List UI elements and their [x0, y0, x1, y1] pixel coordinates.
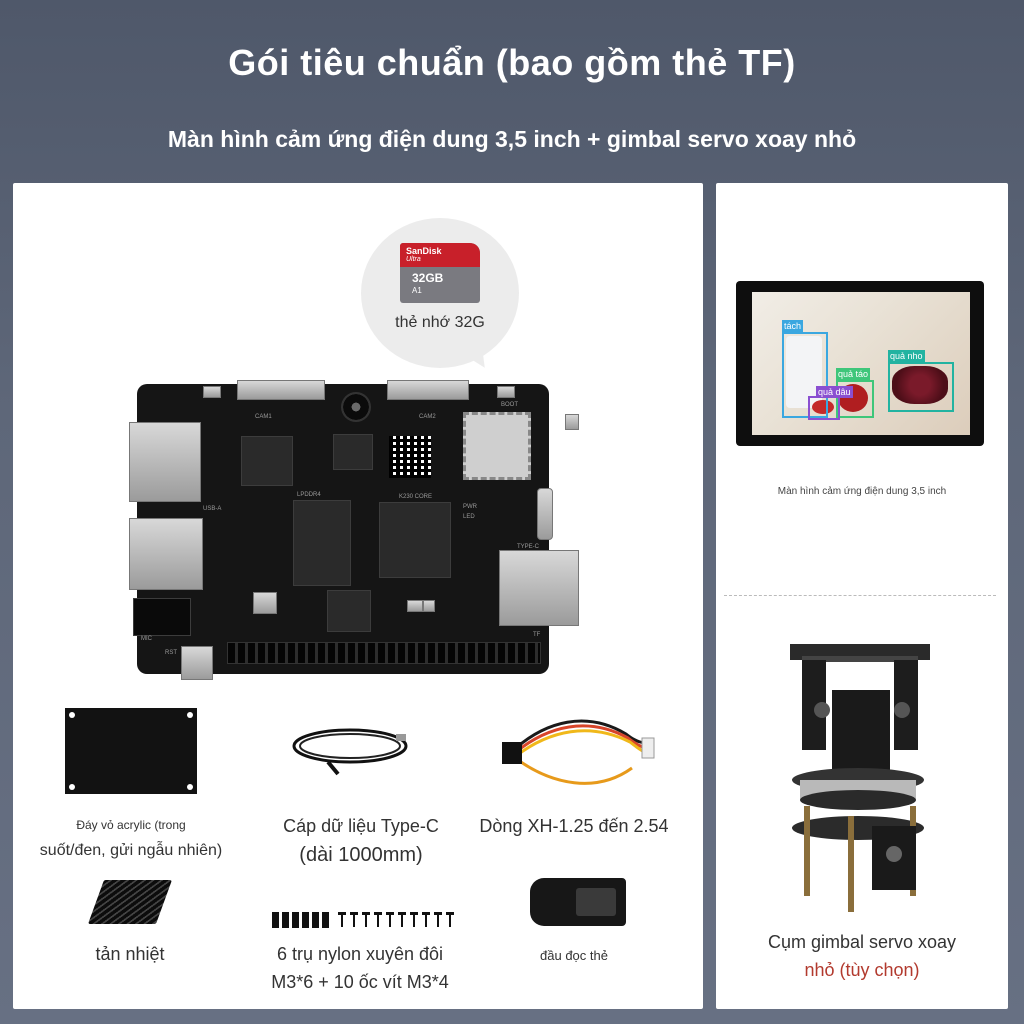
component: [253, 592, 277, 614]
xh-cable-label: Dòng XH-1.25 đến 2.54: [479, 816, 669, 836]
type-c-cable-image: [292, 728, 408, 776]
dev-board-image: CAM1 CAM2 BOOT USB-A MIC RST LPDDR4 K230…: [129, 380, 579, 680]
usb-a-port: [129, 518, 203, 590]
sd-card-label: thẻ nhớ 32G: [395, 314, 485, 331]
gimbal-label-1: Cụm gimbal servo xoay: [767, 932, 957, 952]
lpddr-chip: [293, 500, 351, 586]
silk-boot: BOOT: [501, 402, 519, 408]
reset-button: [181, 646, 213, 680]
silk-cam2: CAM2: [419, 414, 436, 420]
component: [407, 600, 423, 612]
button: [203, 386, 221, 398]
gpio-header: [227, 642, 541, 664]
sd-card-marks: A1: [412, 286, 422, 295]
nylon-label-2: M3*6 + 10 ốc vít M3*4: [271, 972, 449, 992]
acrylic-label-2: suốt/đen, gửi ngẫu nhiên): [39, 842, 223, 859]
screen-caption: Màn hình cảm ứng điện dung 3,5 inch: [777, 486, 947, 497]
sd-card-capacity: 32GB: [412, 271, 444, 285]
silk-lpddr: LPDDR4: [297, 492, 321, 498]
type-c-port: [537, 488, 553, 540]
camera-connector-1: [237, 380, 325, 400]
silk-usb: USB-A: [203, 506, 222, 512]
silk-core: K230 CORE: [399, 494, 433, 500]
gimbal-label-2: nhỏ (tùy chọn): [804, 960, 920, 980]
component: [423, 600, 435, 612]
silk-rst: RST: [165, 650, 177, 656]
detect-tag-apple: quả táo: [836, 368, 871, 380]
heatsink-label: tản nhiệt: [95, 944, 165, 964]
k230-core-chip: [379, 502, 451, 578]
sd-card-series: Ultra: [406, 256, 421, 263]
nylon-label-1: 6 trụ nylon xuyên đôi: [276, 944, 444, 964]
acrylic-base-image: [65, 708, 197, 794]
audio-jack: [133, 598, 191, 636]
silk-cam1: CAM1: [255, 414, 272, 420]
antenna-connector: [565, 414, 579, 430]
chip-1: [241, 436, 293, 486]
ethernet-port: [129, 422, 201, 502]
card-reader-label: đầu đọc thẻ: [540, 948, 608, 963]
touch-screen-image: tách quả táo quả nho quả dâu: [736, 281, 984, 446]
silk-typec: TYPE-C: [517, 544, 540, 550]
camera-lens: [341, 392, 371, 422]
sd-card-image: SanDisk Ultra 32GB A1: [400, 243, 480, 303]
page-subtitle: Màn hình cảm ứng điện dung 3,5 inch + gi…: [167, 126, 857, 152]
nylon-screws-image: [272, 912, 454, 928]
camera-connector-2: [387, 380, 469, 400]
silk-led: LED: [463, 514, 475, 520]
card-reader-image: [530, 878, 626, 926]
type-c-cable-label-1: Cáp dữ liệu Type-C: [283, 816, 439, 836]
silk-pwr: PWR: [463, 504, 477, 510]
silk-tf: TF: [533, 632, 541, 638]
page-title: Gói tiêu chuẩn (bao gồm thẻ TF): [228, 42, 796, 83]
detect-tag-grape: quả nho: [888, 350, 925, 362]
type-c-cable-label-2: (dài 1000mm): [299, 844, 423, 866]
acrylic-label-1: Đáy vỏ acrylic (trong: [76, 818, 186, 832]
detection-demo-image: tách quả táo quả nho quả dâu: [752, 292, 970, 435]
chip-3: [327, 590, 371, 632]
tf-card-slot: [499, 550, 579, 626]
sd-card-brand: SanDisk: [406, 246, 442, 256]
xh-cable-image: [502, 719, 655, 785]
boot-button: [497, 386, 515, 398]
gimbal-image: [790, 644, 930, 912]
divider: [724, 595, 996, 596]
chip-2: [333, 434, 373, 470]
wifi-module: [463, 412, 531, 480]
qr-code: [389, 436, 431, 478]
detect-tag-cup: tách: [782, 320, 804, 332]
detect-tag-strawberry: quả dâu: [816, 386, 853, 398]
silk-mic: MIC: [141, 636, 152, 642]
